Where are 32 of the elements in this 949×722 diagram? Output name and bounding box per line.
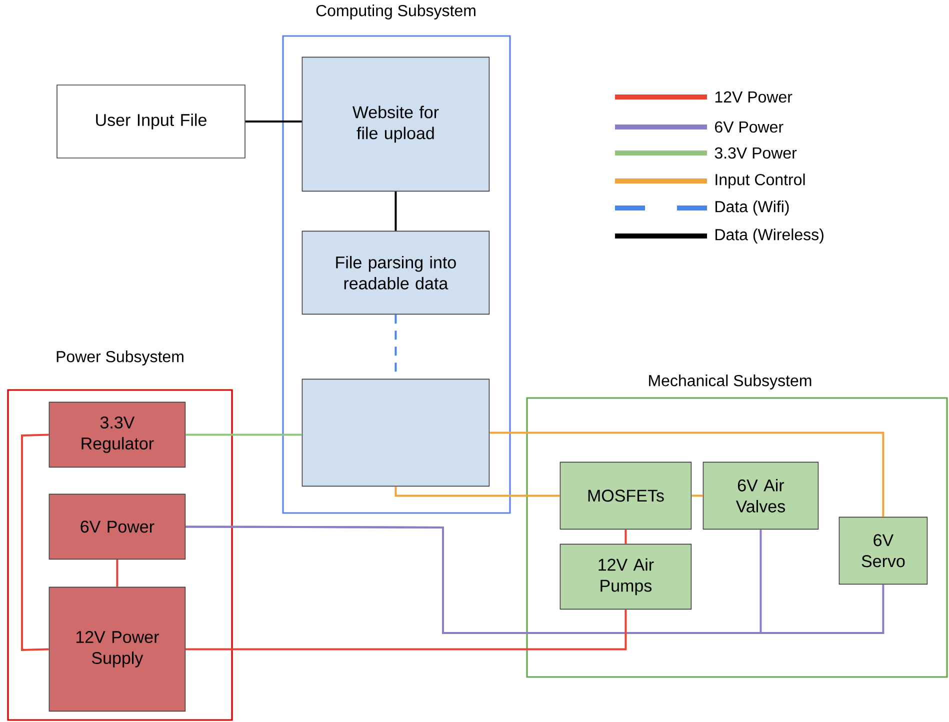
- process-box: 6V Air Valves: [702, 462, 819, 530]
- connector-line: [186, 526, 884, 634]
- connector-line: [186, 610, 627, 650]
- connector-line: [394, 486, 560, 497]
- subsystem-heading: Computing Subsystem: [316, 4, 476, 20]
- legend-label: Input Control: [716, 174, 805, 188]
- connector-line: [692, 494, 703, 497]
- legend-label: 6V Power: [715, 121, 784, 133]
- legend-label: 12V Power: [715, 91, 792, 103]
- subsystem-heading: Mechanical Subsystem: [649, 374, 812, 390]
- connector-line: [245, 120, 302, 122]
- connector-line: [394, 314, 397, 379]
- process-box: 6V Power: [48, 494, 186, 560]
- process-box: 12V Power Supply: [48, 586, 186, 712]
- process-box: Website for file upload: [302, 56, 490, 192]
- process-box: File parsing into readable data: [302, 230, 490, 315]
- connector-line: [186, 434, 302, 436]
- legend-label: 3.3V Power: [714, 147, 797, 159]
- process-box: 6V Servo: [838, 516, 928, 585]
- process-box: User Input File: [56, 84, 246, 158]
- process-box: MOSFETs: [560, 462, 692, 530]
- connector-line: [116, 560, 118, 587]
- legend-label: Data (Wifi): [716, 200, 789, 216]
- connector-line: [394, 192, 397, 231]
- process-box: 3.3V Regulator: [48, 402, 186, 468]
- process-box: [302, 378, 490, 487]
- subsystem-heading: Power Subsystem: [56, 350, 184, 366]
- connector-line: [624, 530, 627, 544]
- legend-label: Data (Wireless): [716, 228, 824, 244]
- connector-line: [490, 432, 884, 517]
- process-box: 12V Air Pumps: [560, 544, 692, 610]
- connector-line: [21, 434, 49, 652]
